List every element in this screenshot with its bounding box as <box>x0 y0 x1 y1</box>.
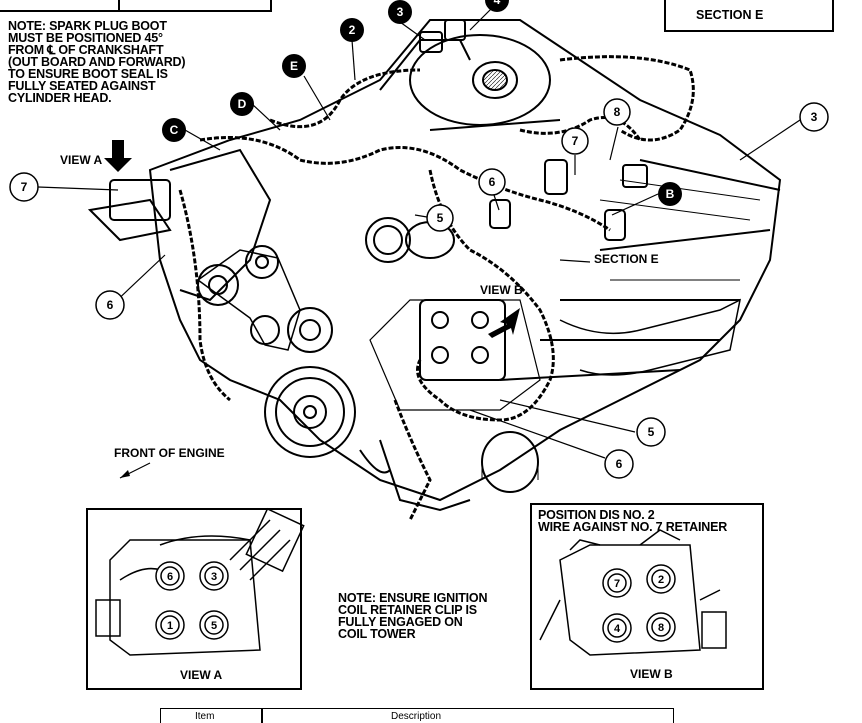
callout-3-right: 3 <box>811 110 818 124</box>
section-e-reference-box: SECTION E <box>664 0 834 32</box>
view-b-cyl-1: 7 <box>614 578 620 590</box>
section-e-main-label: SECTION E <box>594 252 659 266</box>
view-a-cyl-1: 6 <box>167 571 173 583</box>
view-a-cyl-2: 3 <box>211 571 217 583</box>
callout-7-mid: 7 <box>572 134 579 148</box>
callout-6-mid: 6 <box>489 175 496 189</box>
view-b-arrow-label: VIEW B <box>480 283 523 297</box>
view-a-inset: VIEW A <box>86 508 302 690</box>
view-b-cyl-3: 4 <box>614 623 621 635</box>
view-b-inset: POSITION DIS NO. 2 WIRE AGAINST NO. 7 RE… <box>530 503 764 690</box>
callout-8: 8 <box>614 105 621 119</box>
front-of-engine-label: FRONT OF ENGINE <box>114 446 225 460</box>
view-b-arrow-icon <box>488 308 520 338</box>
callout-letter-e: E <box>290 59 298 73</box>
spark-plug-note: NOTE: SPARK PLUG BOOT MUST BE POSITIONED… <box>8 19 186 105</box>
view-a-cyl-4: 5 <box>211 620 217 632</box>
callout-4-top: 4 <box>494 0 501 7</box>
callout-2: 2 <box>349 23 356 37</box>
view-a-drawing <box>95 507 305 656</box>
callout-3-top: 3 <box>397 5 404 19</box>
ignition-coil-note: NOTE: ENSURE IGNITION COIL RETAINER CLIP… <box>338 591 488 641</box>
view-b-caption: VIEW B <box>630 667 673 681</box>
view-a-caption: VIEW A <box>180 668 223 682</box>
callout-5-lower: 5 <box>648 425 655 439</box>
position-dis-note: POSITION DIS NO. 2 WIRE AGAINST NO. 7 RE… <box>538 508 728 534</box>
view-a-arrow-label: VIEW A <box>60 153 103 167</box>
view-b-cyl-4: 8 <box>658 622 664 634</box>
table-column-divider <box>261 709 263 723</box>
callout-6-lower: 6 <box>616 457 623 471</box>
description-table: Item Description <box>160 708 674 723</box>
view-b-cyl-2: 2 <box>658 574 664 586</box>
callout-letter-b: B <box>666 187 675 201</box>
view-b-drawing <box>539 529 727 656</box>
view-a-arrow-icon <box>104 140 132 172</box>
callout-7-left: 7 <box>21 180 28 194</box>
engine-block <box>87 19 782 512</box>
table-header-description: Description <box>391 711 442 722</box>
table-header-item: Item <box>195 711 215 722</box>
callout-letter-c: C <box>170 123 179 137</box>
header-fragment-divider <box>118 0 120 10</box>
header-fragment-box <box>0 0 272 12</box>
callout-6-left: 6 <box>107 298 114 312</box>
callout-letter-d: D <box>238 97 247 111</box>
section-e-box-label: SECTION E <box>696 8 764 22</box>
callout-5-mid: 5 <box>437 211 444 225</box>
view-a-cyl-3: 1 <box>167 620 173 632</box>
